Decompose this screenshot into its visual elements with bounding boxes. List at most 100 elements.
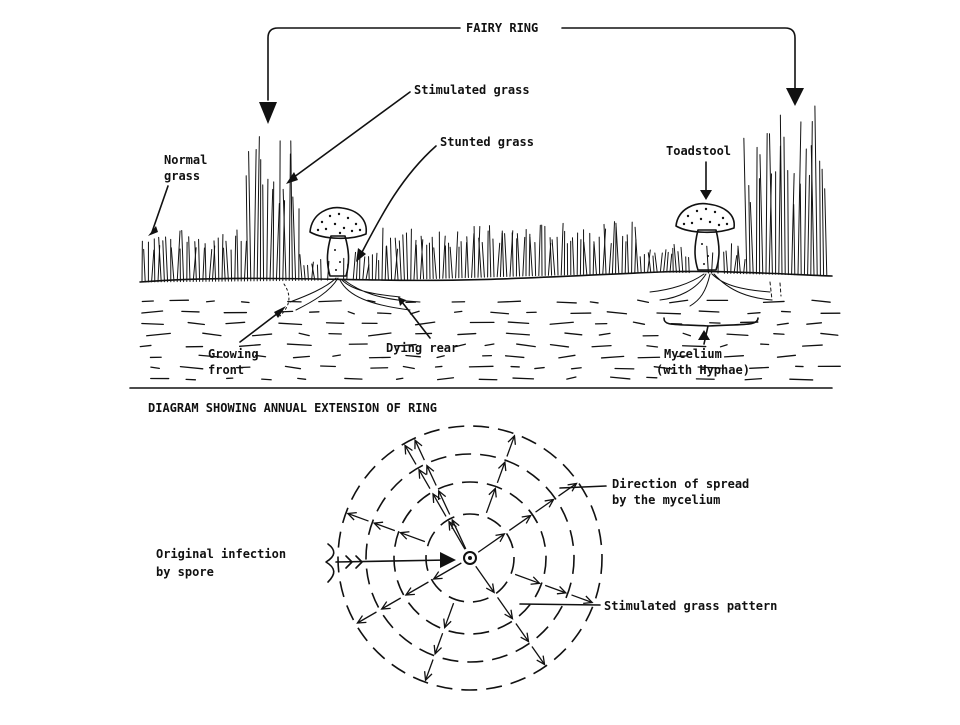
soil-dash xyxy=(748,313,760,314)
pointer-normal-grass xyxy=(152,186,168,232)
grass-blade xyxy=(254,150,256,281)
grass-blade xyxy=(369,257,370,280)
grass-blade xyxy=(689,258,690,273)
grass-blade xyxy=(411,229,412,279)
soil-dash xyxy=(745,379,761,380)
grass-blade xyxy=(432,237,433,278)
grass-blade xyxy=(166,237,168,282)
soil-dash xyxy=(406,355,420,356)
soil-dash xyxy=(699,311,719,312)
label-toadstool: Toadstool xyxy=(666,144,731,158)
soil-dash xyxy=(348,312,354,314)
soil-dash xyxy=(683,333,690,335)
soil-dash xyxy=(294,356,310,357)
grass-blade xyxy=(246,176,247,281)
grass-blade xyxy=(557,237,558,275)
soil-dash xyxy=(437,356,444,358)
grass-blade xyxy=(497,243,500,277)
soil-dash xyxy=(438,378,454,380)
grass-blade xyxy=(291,141,293,281)
soil-dash xyxy=(638,300,649,302)
soil-dash xyxy=(287,344,311,345)
soil-dash xyxy=(485,344,494,345)
spread-arrow-line xyxy=(434,563,462,579)
grass-blade xyxy=(808,175,810,275)
soil-dash xyxy=(142,324,163,325)
spread-arrow-line xyxy=(558,483,576,496)
soil-dash xyxy=(559,355,575,358)
grass-blade xyxy=(707,246,709,273)
grass-blade xyxy=(163,241,165,282)
soil-dash xyxy=(647,346,658,347)
grass-blade xyxy=(267,179,268,280)
soil-dash xyxy=(508,322,528,323)
soil-dash xyxy=(151,367,159,368)
soil-dash xyxy=(491,312,509,313)
grass-blade xyxy=(399,241,401,280)
pointer-stimulated-pattern xyxy=(520,604,600,605)
grass-blade xyxy=(612,222,614,274)
grass-blade xyxy=(674,244,676,272)
grass-blade xyxy=(766,134,767,275)
grass-blade xyxy=(203,248,205,281)
soil-dash xyxy=(725,356,744,357)
label-mycelium-line2: (with Hyphae) xyxy=(656,363,750,377)
grass-blade xyxy=(209,250,212,282)
soil-dash xyxy=(226,322,245,323)
soil-dash xyxy=(599,333,610,335)
spread-arrow-line xyxy=(476,566,494,592)
arrowhead-icon xyxy=(496,534,505,542)
spread-arrow-line xyxy=(449,522,465,550)
soil-dash xyxy=(203,333,221,335)
grass-blade xyxy=(443,236,445,278)
soil-dash xyxy=(803,345,823,346)
soil-dash xyxy=(777,323,788,325)
grass-blade xyxy=(456,232,458,278)
grass-blade xyxy=(822,169,823,275)
grass-blade xyxy=(249,151,251,280)
grass-blade xyxy=(199,239,200,281)
grass-blade xyxy=(784,137,785,274)
grass-blade xyxy=(449,243,450,278)
spread-arrow-line xyxy=(433,494,446,517)
soil-dash xyxy=(506,356,524,358)
soil-dash xyxy=(180,367,202,369)
soil-dash xyxy=(333,355,341,356)
spread-arrow-line xyxy=(498,597,513,618)
label-direction-spread-line2: by the mycelium xyxy=(612,493,720,507)
grass-blade xyxy=(505,234,507,277)
spread-arrow-line xyxy=(419,470,430,489)
grass-blade xyxy=(825,189,827,276)
spread-arrow-line xyxy=(478,534,504,552)
grass-blade xyxy=(594,242,596,274)
grass-blade xyxy=(632,222,633,273)
arrowhead-icon xyxy=(286,172,298,184)
grass-blade xyxy=(609,244,611,274)
grass-blade xyxy=(416,245,417,279)
soil-dash xyxy=(397,378,403,379)
grass-blade xyxy=(270,189,273,280)
label-growing-front-line2: front xyxy=(208,363,244,377)
grass-blade xyxy=(293,197,296,280)
grass-blade xyxy=(734,256,737,274)
label-direction-spread-line1: Direction of spread xyxy=(612,477,749,491)
grass-blade xyxy=(788,170,789,274)
soil-dash xyxy=(550,322,573,324)
arrowhead-icon xyxy=(698,330,710,340)
grass-blade xyxy=(535,243,536,276)
spread-arrow-line xyxy=(357,612,376,623)
soil-dash xyxy=(764,301,785,302)
grass-blade xyxy=(750,202,753,273)
grass-blade xyxy=(625,242,626,273)
grass-blade xyxy=(523,237,525,276)
soil-dash xyxy=(821,333,838,335)
soil-dash xyxy=(285,366,300,368)
grass-blade xyxy=(512,233,513,276)
grass-blade xyxy=(382,228,383,280)
grass-blade xyxy=(653,256,654,272)
grass-blade xyxy=(189,237,190,282)
grass-blade xyxy=(744,138,747,273)
soil-dash xyxy=(319,301,341,302)
grass-layer xyxy=(142,106,827,282)
soil-dash xyxy=(550,345,568,347)
